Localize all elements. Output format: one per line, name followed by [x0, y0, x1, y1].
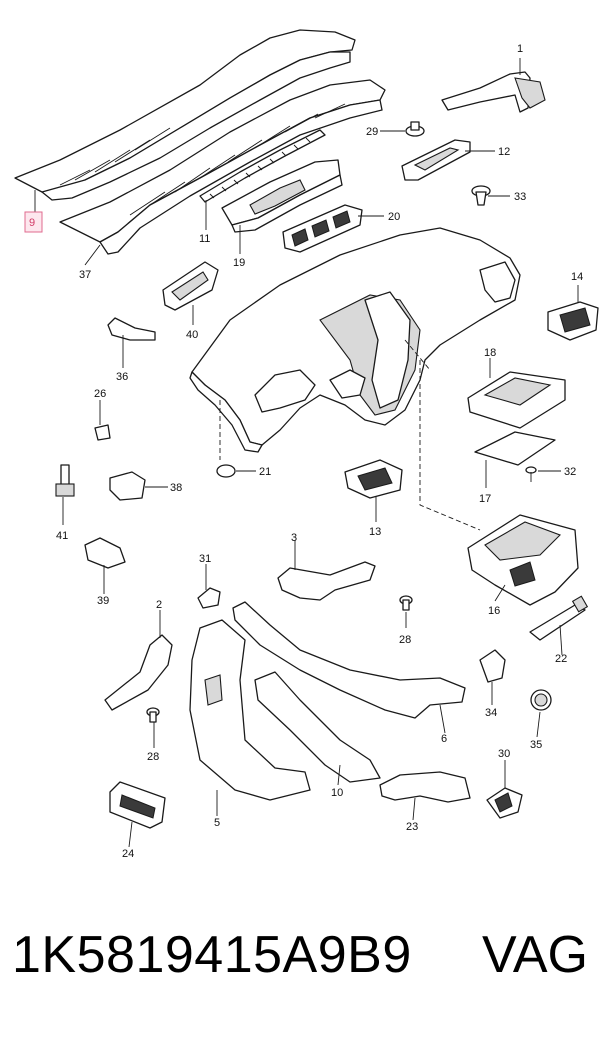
label-part-35: 35: [530, 739, 542, 751]
part-37-scuttle-panel-lower: [59, 79, 386, 255]
part-12-panel: [401, 139, 471, 181]
part-38-housing: [109, 471, 146, 501]
label-part-11: 11: [199, 233, 210, 245]
part-39-sensor: [84, 537, 126, 569]
part-13-vent: [344, 459, 403, 499]
label-part-19: 19: [233, 257, 245, 269]
part-30-vent: [486, 787, 523, 819]
label-part-33: 33: [514, 191, 526, 203]
label-part-30: 30: [498, 748, 510, 760]
label-part-23: 23: [406, 821, 418, 833]
part-number-code: 1K5819415A9B9: [12, 926, 412, 984]
part-28-screw-upper: [399, 595, 413, 611]
part-6-air-duct-long: [232, 601, 466, 719]
label-part-24: 24: [122, 848, 134, 860]
part-36-bracket: [107, 317, 156, 341]
part-32-screw: [525, 466, 537, 482]
part-16-console-housing: [467, 514, 579, 606]
part-34-vent-knob: [479, 649, 506, 683]
label-part-17: 17: [479, 493, 491, 505]
part-22-rod: [529, 595, 589, 641]
part-21-clip: [216, 464, 236, 478]
label-part-22: 22: [555, 653, 567, 665]
part-14-side-vent: [547, 301, 599, 341]
label-part-21: 21: [259, 466, 271, 478]
part-5-air-duct: [189, 619, 311, 801]
label-part-40: 40: [186, 329, 198, 341]
assembly-dashed-lines: [219, 339, 481, 531]
label-part-13: 13: [369, 526, 381, 538]
footer: 1K5819415A9B9 VAG: [0, 925, 600, 1005]
part-31-clip: [197, 587, 221, 609]
dashboard-main-body: [189, 227, 521, 453]
label-part-14: 14: [571, 271, 583, 283]
label-part-34: 34: [485, 707, 497, 719]
label-part-2: 2: [156, 599, 162, 611]
part-23-duct-small: [379, 771, 471, 803]
label-part-1: 1: [517, 43, 523, 55]
label-part-9: 9: [29, 217, 35, 229]
label-part-41: 41: [56, 530, 68, 542]
part-20-vent-grille: [282, 204, 363, 253]
part-3-bracket: [277, 561, 376, 601]
part-10-air-duct: [254, 671, 381, 783]
part-33-push-clip: [471, 185, 491, 206]
part-24-switch-block: [109, 781, 166, 829]
part-40-frame: [162, 261, 219, 311]
label-part-5: 5: [214, 817, 220, 829]
part-number-labels: 9 37 1 29 12 33 20 11 19 14 40 36 26 18 …: [24, 43, 583, 860]
brand-name: VAG: [482, 926, 588, 984]
label-part-20: 20: [388, 211, 400, 223]
part-19-cluster-housing: [221, 159, 343, 233]
label-part-31: 31: [199, 553, 211, 565]
highlight-box-part-9: [24, 211, 43, 233]
part-26-clip: [94, 424, 111, 441]
label-part-18: 18: [484, 347, 496, 359]
label-part-38: 38: [170, 482, 182, 494]
part-1-bracket: [441, 71, 546, 113]
label-part-6: 6: [441, 733, 447, 745]
label-part-16: 16: [488, 605, 500, 617]
part-11-trim-strip: [199, 129, 326, 203]
part-28-screw-lower: [146, 707, 160, 723]
label-part-28-lower: 28: [147, 751, 159, 763]
part-2-bracket: [104, 634, 173, 711]
label-part-28-upper: 28: [399, 634, 411, 646]
label-part-12: 12: [498, 146, 510, 158]
part-29-clip: [405, 121, 425, 137]
label-part-26: 26: [94, 388, 106, 400]
label-part-36: 36: [116, 371, 128, 383]
label-part-3: 3: [291, 532, 297, 544]
part-41-sensor: [55, 464, 75, 497]
part-17-plate: [474, 431, 556, 466]
label-part-39: 39: [97, 595, 109, 607]
part-18-control-panel: [467, 371, 566, 429]
exploded-parts-diagram: 9 37 1 29 12 33 20 11 19 14 40 36 26 18 …: [14, 29, 599, 860]
label-part-10: 10: [331, 787, 343, 799]
part-9-scuttle-cover-upper: [14, 29, 356, 201]
part-35-cap: [530, 689, 552, 711]
leader-lines: [34, 58, 579, 848]
label-part-29: 29: [366, 126, 378, 138]
label-part-32: 32: [564, 466, 576, 478]
label-part-37: 37: [79, 269, 91, 281]
